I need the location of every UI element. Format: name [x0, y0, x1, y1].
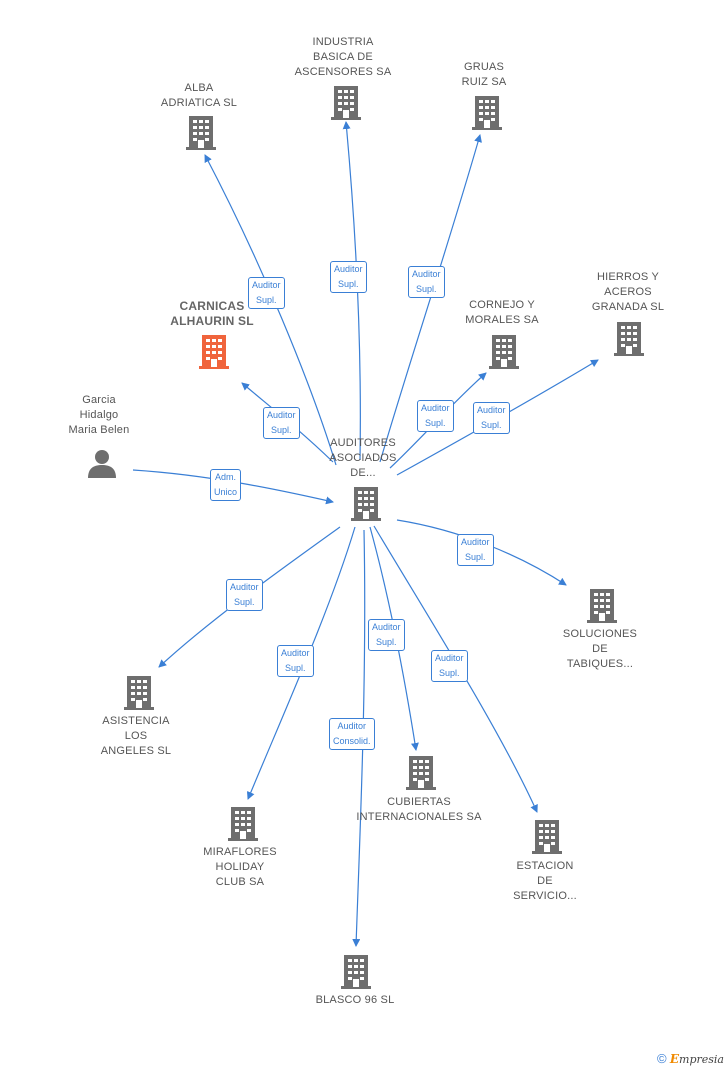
node-label-alba[interactable]: ALBA ADRIATICA SL: [160, 82, 238, 109]
building-icon-carnicas[interactable]: [199, 335, 229, 369]
edge-label-hierros: Auditor Supl.: [473, 402, 510, 434]
building-icon-soluciones[interactable]: [587, 589, 617, 623]
node-label-soluciones[interactable]: SOLUCIONES DE TABIQUES...: [562, 628, 638, 670]
edge-label-estacion: Auditor Supl.: [431, 650, 468, 682]
edge-label-cornejo: Auditor Supl.: [417, 400, 454, 432]
edge-label-miraflores: Auditor Supl.: [277, 645, 314, 677]
node-label-cornejo[interactable]: CORNEJO Y MORALES SA: [465, 299, 539, 326]
node-label-estacion[interactable]: ESTACION DE SERVICIO...: [513, 860, 577, 902]
node-label-blasco[interactable]: BLASCO 96 SL: [315, 994, 395, 1006]
building-icon-cornejo[interactable]: [489, 335, 519, 369]
building-icon-industria[interactable]: [331, 86, 361, 120]
edge-label-industria: Auditor Supl.: [330, 261, 367, 293]
copyright-symbol: ©: [656, 1051, 667, 1066]
building-icon-alba[interactable]: [186, 116, 216, 150]
edge-alba: [204, 154, 337, 466]
edge-label-blasco: Auditor Consolid.: [329, 718, 375, 750]
node-label-asistencia[interactable]: ASISTENCIA LOS ANGELES SL: [100, 715, 172, 757]
building-icon-hierros[interactable]: [614, 322, 644, 356]
brand-footer[interactable]: © Empresia: [657, 1051, 724, 1066]
node-label-gruas[interactable]: GRUAS RUIZ SA: [461, 61, 507, 88]
node-label-hierros[interactable]: HIERROS Y ACEROS GRANADA SL: [591, 271, 665, 313]
edge-label-carnicas: Auditor Supl.: [263, 407, 300, 439]
building-icon-estacion[interactable]: [532, 820, 562, 854]
edge-label-soluciones: Auditor Supl.: [457, 534, 494, 566]
node-label-cubiertas[interactable]: CUBIERTAS INTERNACIONALES SA: [356, 796, 482, 823]
building-icon-cubiertas[interactable]: [406, 756, 436, 790]
edge-label-cubiertas: Auditor Supl.: [368, 619, 405, 651]
edge-blasco: [352, 529, 366, 947]
building-icon-asistencia[interactable]: [124, 676, 154, 710]
node-label-industria[interactable]: INDUSTRIA BASICA DE ASCENSORES SA: [294, 36, 392, 78]
building-icon-miraflores[interactable]: [228, 807, 258, 841]
edge-label-asistencia: Auditor Supl.: [226, 579, 263, 611]
edge-label-garcia: Adm. Unico: [210, 469, 242, 501]
node-label-miraflores[interactable]: MIRAFLORES HOLIDAY CLUB SA: [203, 846, 277, 888]
edge-gruas: [379, 134, 482, 463]
brand-logo-text: mpresia: [679, 1053, 724, 1066]
edge-label-alba: Auditor Supl.: [248, 277, 285, 309]
node-label-carnicas[interactable]: CARNICAS ALHAURIN SL: [170, 299, 254, 328]
person-icon-garcia[interactable]: [88, 450, 116, 478]
node-label-auditores[interactable]: AUDITORES ASOCIADOS DE...: [329, 437, 397, 479]
brand-logo-initial: E: [669, 1052, 680, 1066]
edge-label-gruas: Auditor Supl.: [408, 266, 445, 298]
edge-garcia: [132, 469, 334, 505]
building-icon-blasco[interactable]: [341, 955, 371, 989]
building-icon-auditores[interactable]: [351, 487, 381, 521]
node-label-garcia[interactable]: Garcia Hidalgo Maria Belen: [68, 394, 130, 436]
building-icon-gruas[interactable]: [472, 96, 502, 130]
